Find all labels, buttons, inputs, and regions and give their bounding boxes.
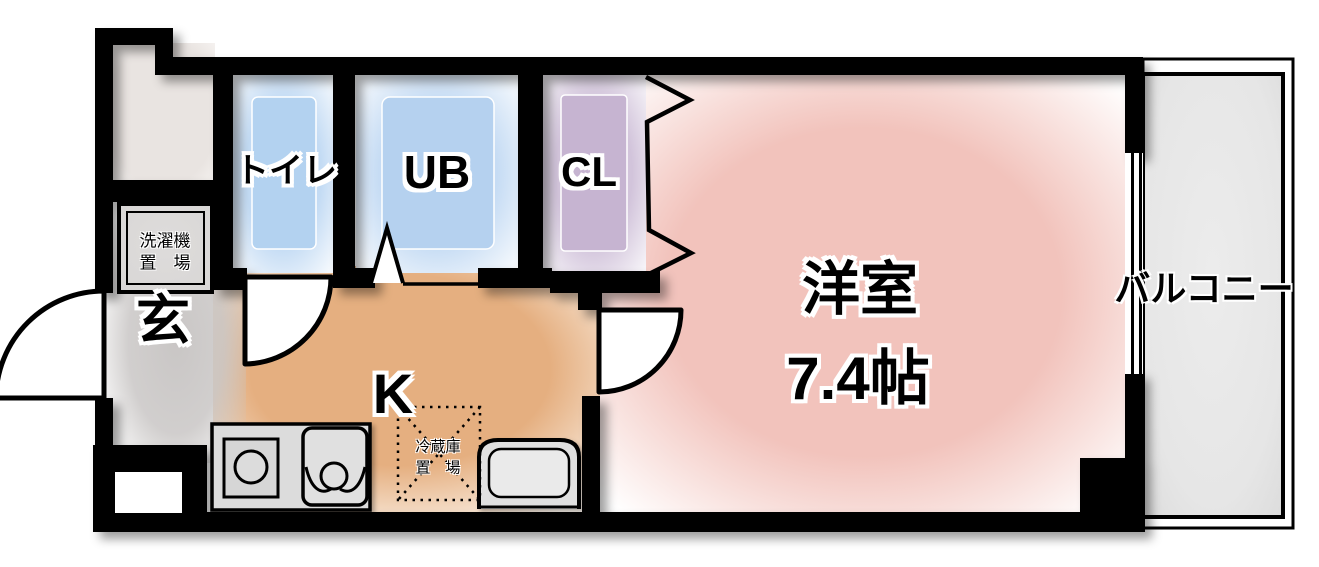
window-pane-line — [1139, 153, 1142, 374]
closet-folding-door — [644, 75, 696, 277]
wash-basin-bowl — [487, 447, 571, 499]
wall-segment-top — [155, 57, 1143, 75]
entrance-door-swing — [0, 288, 107, 401]
wall-segment — [1125, 57, 1143, 155]
balcony-window — [1125, 153, 1143, 374]
room-label-balcony: バルコニー — [1114, 268, 1294, 309]
wall-segment — [95, 398, 113, 460]
sink-basin-curves — [304, 466, 367, 493]
wall-segment-bottom — [93, 512, 1145, 532]
wall-segment — [478, 268, 552, 288]
doors — [0, 274, 684, 401]
kitchen-fixtures — [210, 422, 581, 512]
fridge-space-label-line1: 冷蔵庫 — [415, 438, 461, 456]
wall-segment — [95, 180, 233, 202]
entrance-step — [115, 472, 182, 513]
closet-inner — [560, 94, 628, 252]
room-label-unit-bath: UB — [403, 146, 471, 198]
washer-space-label-line2: 置 場 — [139, 253, 191, 273]
room-label-toilet: トイレ — [235, 152, 337, 190]
wall-segment — [333, 73, 355, 272]
wall-segment — [155, 43, 173, 59]
room-label-western-room: 洋室 — [801, 257, 919, 322]
washer-box-outer — [117, 202, 214, 294]
walls — [93, 28, 1145, 532]
unit-bath-door-mark — [369, 220, 405, 284]
wall-segment — [518, 73, 543, 272]
toilet-fixture — [251, 96, 317, 250]
window-pane-line — [1131, 153, 1134, 374]
fridge-space-label-line2: 置 場 — [415, 459, 461, 477]
corner-pillar — [1080, 458, 1144, 532]
western-room-floor — [600, 73, 1128, 512]
balcony-structure — [1141, 57, 1295, 530]
washer-space-box — [117, 202, 214, 294]
wall-segment — [333, 268, 375, 288]
fridge-box-outline — [396, 405, 482, 502]
wall-segment — [550, 271, 660, 293]
balcony-slab — [1141, 72, 1285, 519]
wall-segment — [582, 396, 600, 514]
stove-burner — [233, 449, 269, 485]
wall-segment — [95, 28, 113, 293]
room-label-western-room-size: 7.4帖 — [786, 345, 930, 412]
fridge-space-box — [396, 405, 482, 502]
wall-segment — [95, 28, 173, 45]
washer-space-label-line1: 洗濯機 — [139, 231, 191, 251]
wall-segment — [213, 268, 247, 290]
washer-box-inner — [126, 211, 205, 285]
unit-bath-tub — [381, 96, 495, 250]
kitchen-western-room-door-swing — [596, 307, 684, 395]
room-fills — [106, 43, 1128, 514]
sink-drain — [319, 461, 349, 491]
toilet-door-swing — [242, 274, 334, 367]
wall-segment — [213, 57, 233, 290]
room-label-closet: CL — [561, 148, 617, 195]
room-label-kitchen: K — [372, 362, 414, 425]
wall-segment — [578, 292, 602, 310]
room-label-entrance: 玄 — [136, 291, 190, 351]
